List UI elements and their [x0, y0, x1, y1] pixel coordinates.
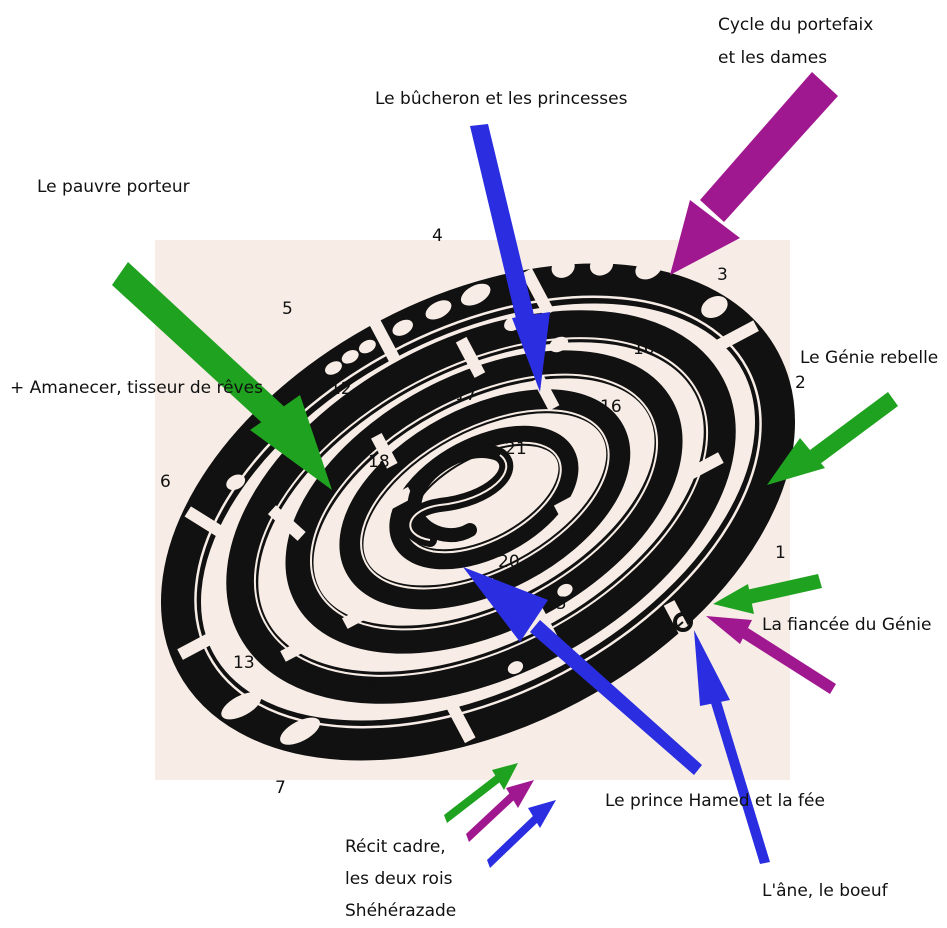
section-number-18: 18 [368, 452, 390, 472]
section-number-6: 6 [160, 472, 171, 492]
section-number-9: 9 [690, 510, 701, 530]
section-number-8: 8 [548, 699, 559, 719]
label-fiancee: La fiancée du Génie [762, 615, 931, 635]
section-number-20: 20 [498, 552, 520, 572]
section-number-7: 7 [275, 778, 286, 798]
section-number-14: 14 [356, 678, 378, 698]
label-cycle-portefaix-2: et les dames [718, 48, 827, 68]
section-number-1: 1 [775, 543, 786, 563]
section-number-16: 16 [600, 397, 622, 417]
section-number-2: 2 [795, 373, 806, 393]
section-number-19: 19 [295, 591, 317, 611]
section-number-3: 3 [717, 265, 728, 285]
section-number-17: 17 [455, 385, 477, 405]
label-recit-cadre-1: Récit cadre, [345, 837, 446, 857]
label-bucheron: Le bûcheron et les princesses [375, 89, 628, 109]
label-prince-hamed: Le prince Hamed et la fée [605, 791, 825, 811]
label-genie-rebelle: Le Génie rebelle [800, 348, 938, 368]
label-ane-boeuf: L'âne, le boeuf [762, 881, 889, 901]
section-number-12: 12 [330, 379, 352, 399]
section-number-15: 15 [545, 594, 567, 614]
label-recit-cadre-3: Shéhérazade [345, 901, 456, 921]
label-amanecer: + Amanecer, tisseur de rêves [10, 378, 263, 398]
section-number-4: 4 [432, 226, 443, 246]
section-number-13: 13 [233, 653, 255, 673]
section-number-10: 10 [633, 339, 655, 359]
section-number-21: 21 [505, 439, 527, 459]
label-pauvre-porteur: Le pauvre porteur [37, 177, 190, 197]
section-number-5: 5 [282, 299, 293, 319]
label-cycle-portefaix-1: Cycle du portefaix [718, 15, 873, 35]
label-recit-cadre-2: les deux rois [345, 869, 453, 889]
